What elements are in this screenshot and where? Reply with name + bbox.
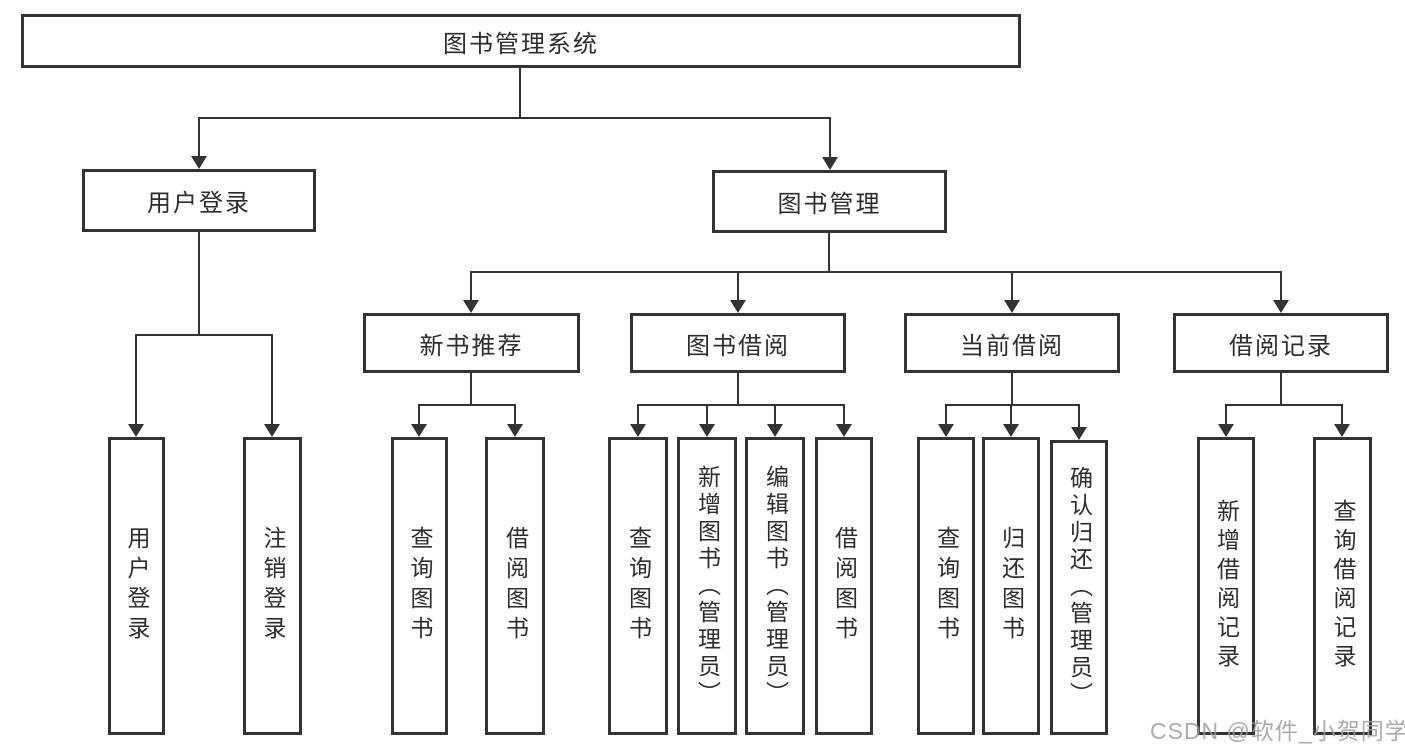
arrow-to-add-book [699, 404, 715, 437]
connector-borrow-records-rail [1225, 404, 1343, 406]
connector-book-mgmt-stem [828, 233, 830, 273]
leaf-user-login: 用户登录 [108, 437, 165, 735]
connector-book-borrow-stem [737, 373, 739, 406]
leaf-query-borrow-record-label: 查询借阅记录 [1330, 499, 1356, 673]
leaf-add-book-label: 新增图书（管理员） [694, 464, 721, 708]
node-book-mgmt-label: 图书管理 [777, 191, 882, 218]
arrow-to-book-mgmt [822, 117, 838, 170]
arrow-to-query-borrow-record [1334, 404, 1350, 437]
node-user-login: 用户登录 [82, 169, 316, 232]
connector-user-login-rail [135, 334, 272, 336]
node-root: 图书管理系统 [21, 14, 1021, 68]
node-current-borrow: 当前借阅 [904, 313, 1120, 373]
leaf-query-book-cb: 查询图书 [917, 437, 975, 735]
arrow-to-new-book-rec [463, 271, 479, 313]
leaf-confirm-return: 确认归还（管理员） [1050, 440, 1108, 735]
connector-new-book-rec-rail [418, 404, 516, 406]
connector-book-mgmt-rail [470, 271, 1281, 273]
node-user-login-label: 用户登录 [147, 190, 251, 217]
arrow-to-edit-book [767, 404, 783, 437]
arrow-to-current-borrow [1004, 271, 1020, 313]
node-book-mgmt: 图书管理 [712, 170, 947, 233]
node-borrow-records-label: 借阅记录 [1229, 332, 1333, 360]
leaf-borrow-book-bb: 借阅图书 [815, 437, 873, 735]
arrow-to-leaf-logout [264, 334, 280, 437]
arrow-to-user-login [191, 117, 207, 169]
leaf-add-book: 新增图书（管理员） [677, 437, 737, 735]
leaf-edit-book: 编辑图书（管理员） [745, 437, 805, 735]
leaf-query-book-bb: 查询图书 [608, 437, 668, 735]
leaf-logout-label: 注销登录 [260, 526, 286, 646]
leaf-query-book-nb: 查询图书 [391, 437, 448, 735]
arrow-to-borrow-records [1273, 271, 1289, 313]
arrow-to-borrow-book-nb [507, 404, 523, 437]
arrow-to-leaf-user-login [128, 334, 144, 437]
leaf-query-book-cb-label: 查询图书 [933, 526, 960, 646]
arrow-to-add-borrow-record [1218, 404, 1234, 437]
node-new-book-rec-label: 新书推荐 [419, 332, 524, 360]
arrow-to-query-book-nb [411, 404, 427, 437]
leaf-borrow-book-nb: 借阅图书 [485, 437, 545, 735]
connector-user-login-stem [198, 232, 200, 335]
leaf-confirm-return-label: 确认归还（管理员） [1066, 466, 1093, 709]
connector-book-borrow-rail [637, 404, 844, 406]
connector-current-borrow-rail [945, 404, 1079, 406]
node-book-borrow-label: 图书借阅 [686, 332, 790, 360]
node-root-label: 图书管理系统 [443, 30, 599, 58]
node-book-borrow: 图书借阅 [630, 313, 846, 373]
arrow-to-borrow-book-bb [836, 404, 852, 437]
connector-new-book-rec-stem [470, 373, 472, 406]
connector-current-borrow-stem [1011, 373, 1013, 406]
arrow-to-query-book-cb [938, 404, 954, 437]
csdn-watermark: CSDN @软件_小贺同学 [1150, 718, 1405, 744]
leaf-edit-book-label: 编辑图书（管理员） [762, 464, 789, 708]
node-borrow-records: 借阅记录 [1173, 313, 1389, 373]
leaf-borrow-book-bb-label: 借阅图书 [831, 526, 858, 646]
leaf-add-borrow-record: 新增借阅记录 [1197, 437, 1255, 735]
arrow-to-confirm-return [1071, 404, 1087, 440]
connector-root-stem [519, 68, 521, 118]
leaf-borrow-book-nb-label: 借阅图书 [502, 526, 529, 646]
leaf-logout: 注销登录 [243, 437, 302, 735]
arrow-to-return-book [1003, 404, 1019, 437]
arrow-to-query-book-bb [630, 404, 646, 437]
leaf-query-borrow-record: 查询借阅记录 [1313, 437, 1372, 735]
leaf-query-book-nb-label: 查询图书 [407, 526, 433, 646]
leaf-return-book: 归还图书 [982, 437, 1040, 735]
node-new-book-rec: 新书推荐 [363, 313, 580, 373]
leaf-add-borrow-record-label: 新增借阅记录 [1213, 499, 1240, 673]
leaf-return-book-label: 归还图书 [998, 526, 1025, 646]
leaf-query-book-bb-label: 查询图书 [625, 526, 652, 646]
leaf-user-login-label: 用户登录 [124, 526, 150, 646]
node-current-borrow-label: 当前借阅 [960, 332, 1064, 360]
connector-borrow-records-stem [1280, 373, 1282, 406]
connector-root-rail [198, 117, 831, 119]
arrow-to-book-borrow [730, 271, 746, 313]
